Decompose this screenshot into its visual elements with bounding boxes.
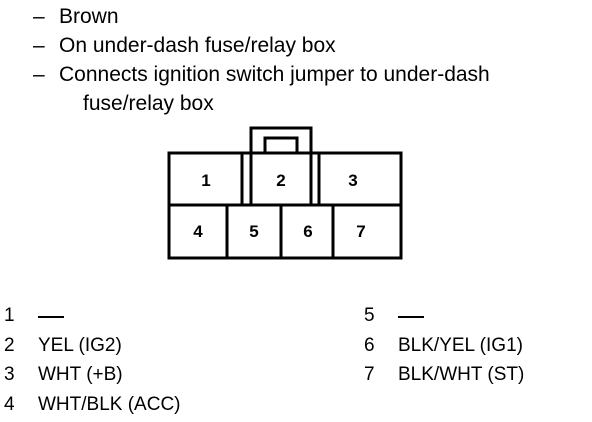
wire-row-1: 1 <box>4 305 64 327</box>
pin-label-4: 4 <box>193 222 203 241</box>
pin-label-2: 2 <box>276 171 285 190</box>
pin-label-7: 7 <box>356 222 365 241</box>
no-wire-dash <box>38 315 64 318</box>
pin-label-1: 1 <box>201 171 210 190</box>
wire-row-5: 5 <box>364 305 424 327</box>
connector-lock-tab <box>249 126 313 155</box>
pin-label-6: 6 <box>303 222 312 241</box>
description-line-location: –On under-dash fuse/relay box <box>33 34 336 57</box>
no-wire-dash <box>398 315 424 318</box>
connector-description: –Brown –On under-dash fuse/relay box –Co… <box>33 2 490 118</box>
pin-label-5: 5 <box>249 222 258 241</box>
description-line-function-cont: fuse/relay box <box>83 92 214 115</box>
pin-label-3: 3 <box>348 171 357 190</box>
connector-lock-tab-inner <box>263 136 299 155</box>
description-line-function: –Connects ignition switch jumper to unde… <box>33 63 490 86</box>
description-line-color: –Brown <box>33 5 119 28</box>
